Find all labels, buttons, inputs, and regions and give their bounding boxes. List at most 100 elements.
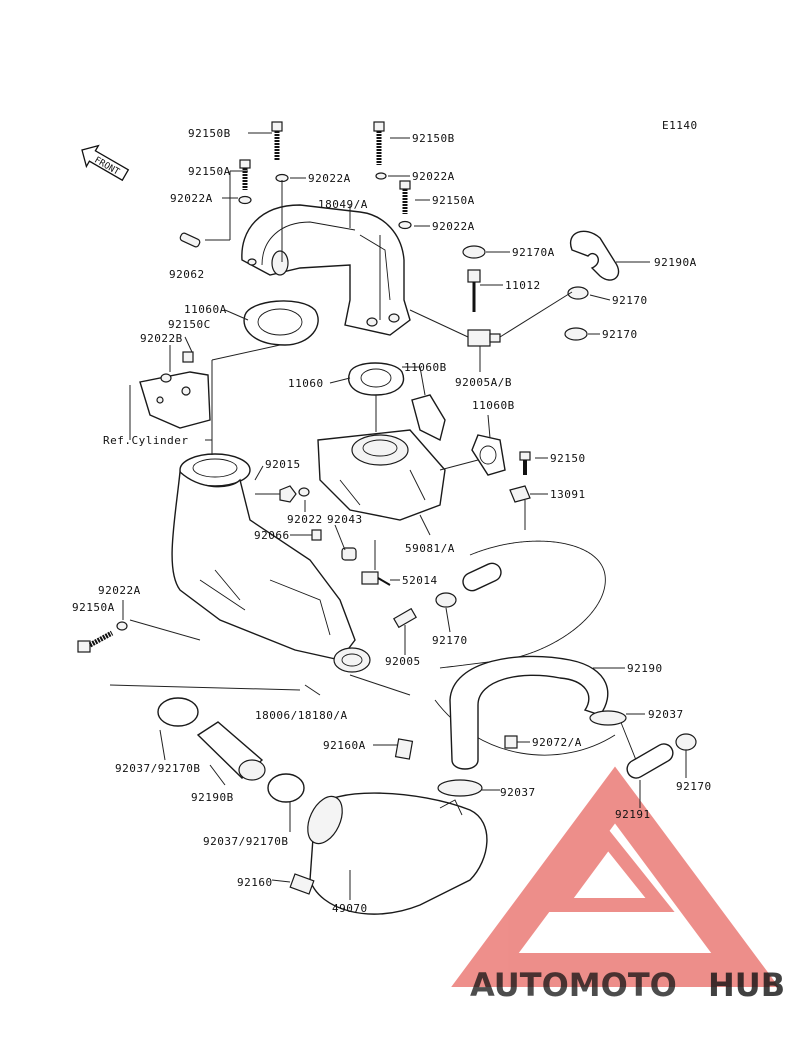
bolt-92150a-right [399,180,411,214]
callout: 92150B [188,127,231,140]
callout: 92005A/B [455,376,512,389]
gasket-11060a [243,300,319,346]
pipe-92190 [449,655,609,770]
clamp-92170a [462,245,486,259]
plug-92066 [311,529,322,541]
callout: 11060A [184,303,227,316]
watermark-logo [451,766,779,987]
hose-92191 [626,743,674,779]
callout: 92015 [265,458,301,471]
callout: 92037 [500,786,536,799]
collar-92043 [341,547,357,561]
callout: 92022B [140,332,183,345]
clamp-92037-lower [437,779,483,797]
callout: 92190A [654,256,697,269]
bolt-92150b-right [373,121,385,165]
callout: 92022A [412,170,455,183]
callout: 92150 [550,452,586,465]
callout: 92160 [237,876,273,889]
callout: 92022A [432,220,475,233]
bolt-92150b-left [271,121,283,160]
callout: 92072/A [532,736,582,749]
label-92160 [289,873,315,895]
callout: 52014 [402,574,438,587]
callout: 92037/92170B [203,835,288,848]
callout: 92190 [627,662,663,675]
callout: 18006/18180/A [255,709,348,722]
bolt-92150c [182,351,194,363]
callout: 92043 [327,513,363,526]
callout: 92150A [72,601,115,614]
callout: 92170 [612,294,648,307]
exhaust-pipe-18006 [171,453,371,673]
fitting-92005 [467,329,501,347]
callout: 92066 [254,529,290,542]
clamp-92170-b [564,327,588,341]
callout: 92005 [385,655,421,668]
watermark-text: AUTOMOTO HUB [470,966,785,1004]
callout: Ref.Cylinder [103,434,188,447]
clamp-92170-d [675,733,697,751]
valve-52014 [361,571,391,586]
callout: 92170 [676,780,712,793]
figure-id: E1140 [662,119,698,132]
clamp-92037-92170b-a [157,697,199,727]
callout: 92170 [432,634,468,647]
callout: 92170 [602,328,638,341]
washer-92022a-a [238,195,252,205]
callout: 18049/A [318,198,368,211]
callout: 49070 [332,902,368,915]
clamp-92170-c [435,592,457,608]
callout: 92022A [170,192,213,205]
callout: 92037 [648,708,684,721]
callout: 92191 [615,808,651,821]
callout: 92037/92170B [115,762,200,775]
washer-92022a-c [375,172,387,180]
bolt-92015 [279,485,297,503]
leader-lines [109,132,687,900]
callout: 92022A [308,172,351,185]
callout: 92022A [98,584,141,597]
nipple-11012 [467,269,481,312]
muffler-49070 [307,792,488,915]
fitting-92005-lower [393,607,417,629]
washer-92022a-d [398,220,412,230]
callout: 92150C [168,318,211,331]
clamp-92037-92170b-b [267,773,305,803]
washer-92022a-e [116,621,128,631]
callout: 11060 [288,377,324,390]
callout-labels: 92150B 92150A 92022A 92022A 92062 92150B… [72,127,712,915]
callout: 92160A [323,739,366,752]
callout: 59081/A [405,542,455,555]
bolt-92150 [519,451,531,475]
watermark-brand-b: HUB [708,966,785,1004]
bolt-92150a-left [239,159,251,190]
stud-92062 [179,232,201,248]
watermark-brand-a: AUTOMOTO [470,966,677,1004]
washer-92022b [160,373,172,383]
hose-92190b [196,721,266,781]
callout: 13091 [550,488,586,501]
callout: 92062 [169,268,205,281]
gasket-11060 [348,362,405,396]
bracket-ref-cylinder [139,371,211,429]
callout: 92190B [191,791,234,804]
hose-59081 [462,562,502,592]
callout: 92150B [412,132,455,145]
label-92160a [394,738,414,760]
callout: 11060B [404,361,447,374]
washer-92022 [298,487,310,497]
callout: 92170A [512,246,555,259]
gasket-11060b-lower [471,434,506,476]
hose-92190a [569,230,620,281]
callout: 92150A [188,165,231,178]
exhaust-manifold-18049 [241,204,411,336]
bolt-92150a-lower [77,630,114,653]
callout: 11012 [505,279,541,292]
callout: 11060B [472,399,515,412]
resonator-block [317,429,446,521]
clip-92072 [504,735,518,749]
front-arrow-icon: FRONT [81,144,130,182]
callout: 92150A [432,194,475,207]
